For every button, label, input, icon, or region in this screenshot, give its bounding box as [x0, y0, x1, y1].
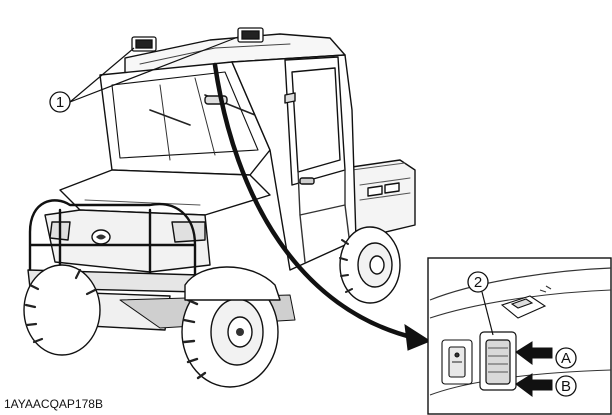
callout-1-label: 1 [56, 94, 64, 111]
work-light-switch[interactable] [479, 331, 517, 391]
arrow-position-a [515, 341, 553, 365]
figure-code: 1AYAACQAP178B [4, 397, 103, 411]
detail-pointer-arrowhead [404, 324, 432, 351]
callout-b: B [555, 375, 577, 397]
door-handle [299, 177, 315, 185]
arrow-position-b [515, 373, 553, 397]
utility-vehicle-illustration [23, 33, 416, 388]
callout-b-label: B [561, 378, 571, 395]
callout-a: A [555, 347, 577, 369]
rear-tire [339, 226, 401, 304]
work-light-right [237, 27, 264, 43]
callout-1-leaders [69, 36, 239, 103]
callout-a-label: A [561, 350, 571, 367]
callout-2-label: 2 [474, 274, 482, 291]
dash-switch-upper [500, 285, 552, 319]
brush-guard [28, 199, 197, 277]
rocker-switch-left [441, 339, 473, 385]
front-fascia [44, 209, 211, 273]
callout-1: 1 [49, 91, 71, 113]
front-fender [184, 266, 281, 301]
headlight-left [171, 221, 206, 243]
door-window [291, 67, 341, 173]
front-left-tire [23, 264, 101, 356]
work-light-left [131, 36, 157, 52]
detail-pointer-arrow [212, 62, 418, 341]
callout-2: 2 [467, 271, 494, 336]
front-right-tire [181, 276, 279, 388]
work-lights [131, 27, 264, 52]
switch-detail-inset: 2 A B [427, 257, 612, 415]
hood [59, 169, 271, 216]
